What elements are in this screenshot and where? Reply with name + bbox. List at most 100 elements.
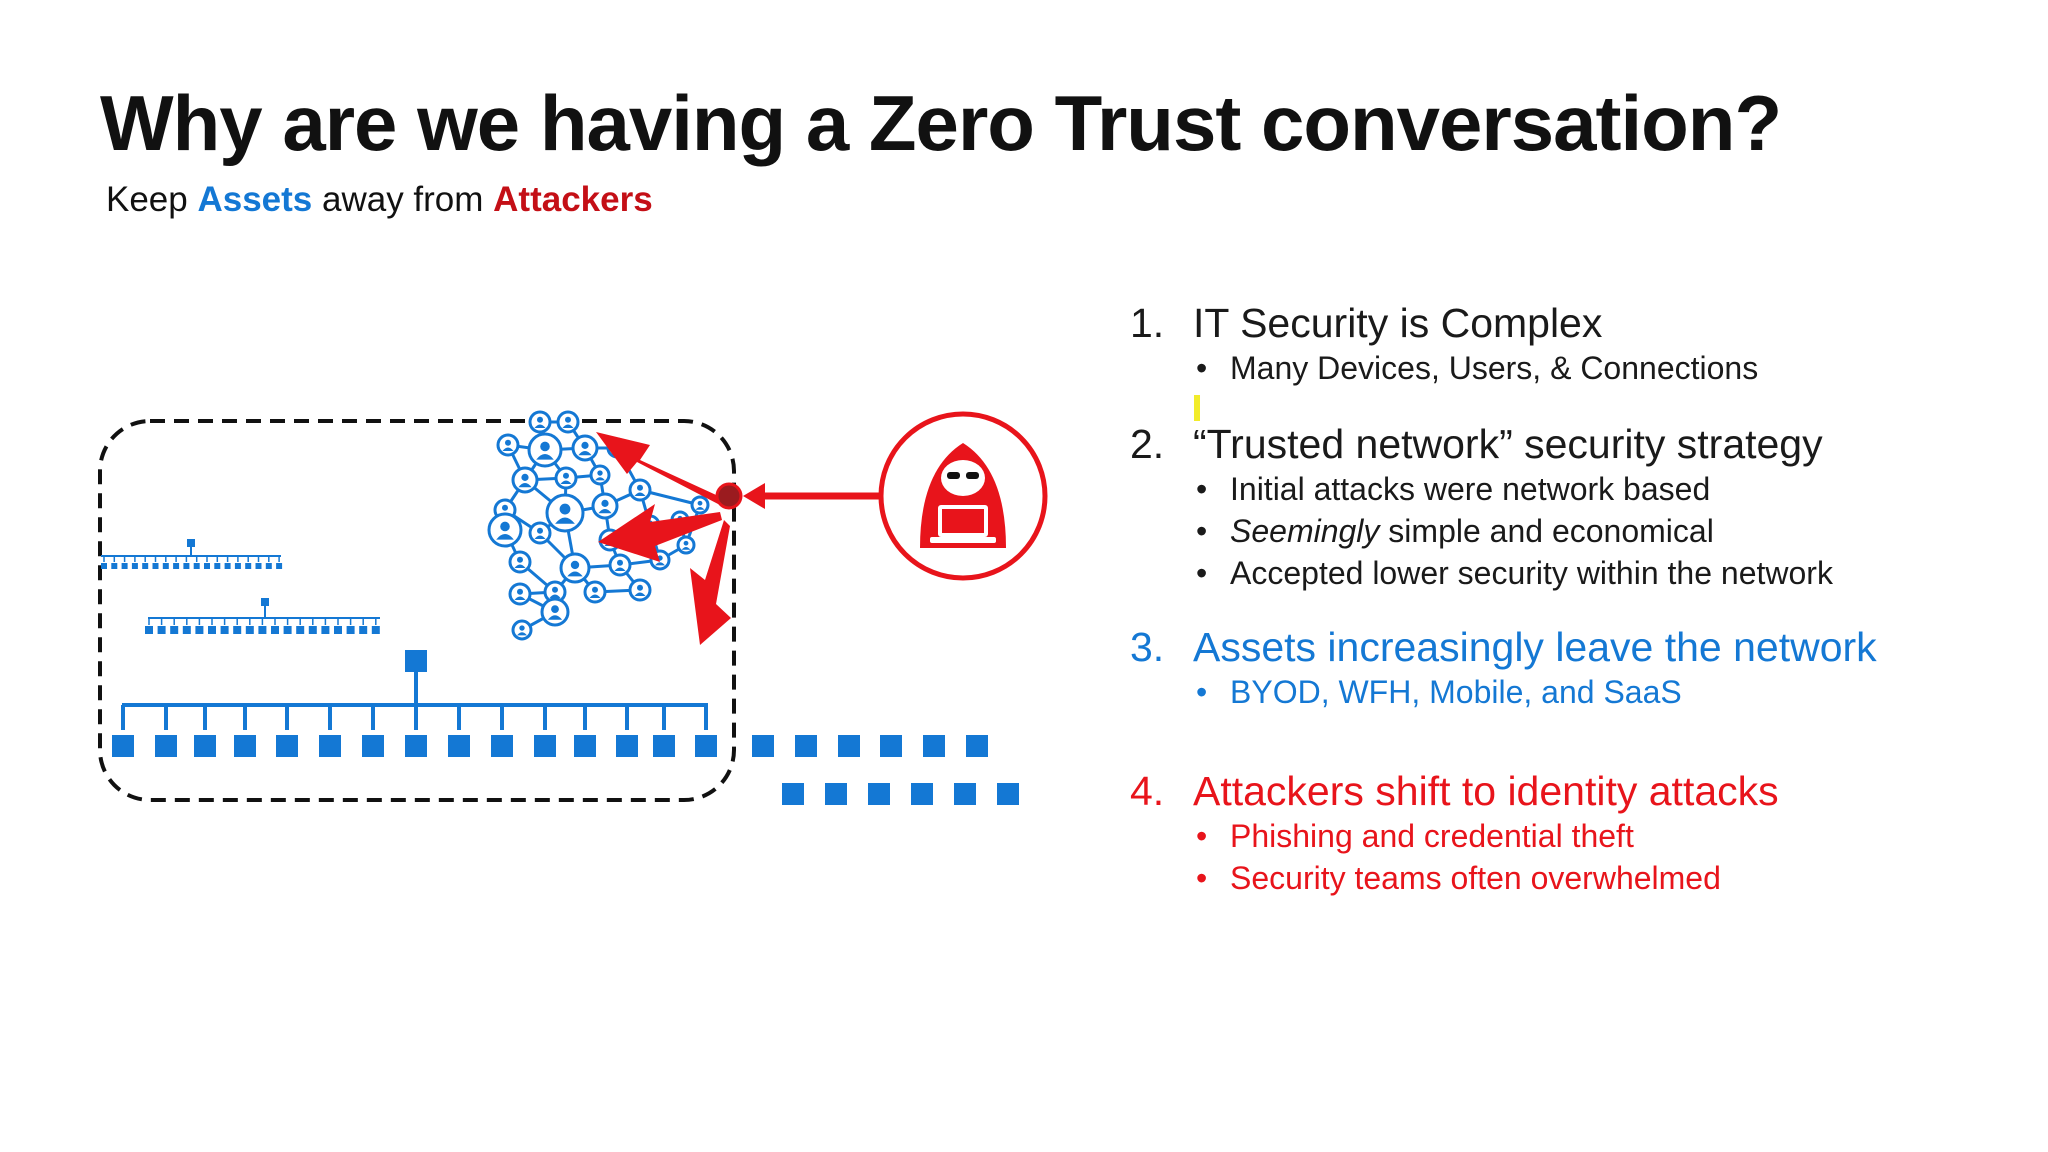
slide-title: Why are we having a Zero Trust conversat… xyxy=(100,79,1782,167)
org-node xyxy=(752,735,774,757)
bullet-text-rest: simple and economical xyxy=(1379,513,1714,549)
list-item-1: 1. IT Security is Complex • Many Devices, … xyxy=(1130,300,2030,392)
org-node xyxy=(448,735,470,757)
org-node xyxy=(234,735,256,757)
org-node xyxy=(204,563,210,569)
org-node xyxy=(233,626,242,634)
org-node xyxy=(346,626,355,634)
org-node xyxy=(276,563,283,569)
subtitle-text-away: away from xyxy=(312,180,494,219)
org-node xyxy=(954,783,976,805)
slide-subtitle: Keep Assets away from Attackers xyxy=(106,180,653,220)
org-node xyxy=(245,563,252,569)
org-node xyxy=(261,598,269,606)
item-number: 1. xyxy=(1130,300,1165,346)
org-node xyxy=(220,626,229,634)
bullet-dot: • xyxy=(1196,471,1208,507)
org-node xyxy=(258,626,267,634)
org-node xyxy=(194,735,216,757)
breach-point xyxy=(715,482,743,510)
org-node xyxy=(255,563,262,569)
yellow-highlight-mark xyxy=(1194,395,1200,421)
org-node xyxy=(234,563,241,569)
org-node xyxy=(271,626,279,634)
org-node xyxy=(334,626,342,634)
org-node xyxy=(265,563,272,569)
org-node xyxy=(868,783,890,805)
small-org-chart-top xyxy=(101,556,283,569)
hacker-arrow-head xyxy=(743,483,765,509)
item-heading: “Trusted network” security strategy xyxy=(1193,421,1823,467)
org-node xyxy=(121,563,128,569)
network-boundary xyxy=(98,419,736,802)
org-node xyxy=(283,626,292,634)
org-node xyxy=(152,563,159,569)
org-chart-icon xyxy=(101,539,281,557)
org-node xyxy=(157,626,166,634)
list-item-4: 4.Attackers shift to identity attacks •P… xyxy=(1130,768,2030,902)
org-node xyxy=(997,783,1019,805)
bullet-text: Phishing and credential theft xyxy=(1230,818,1634,854)
org-node xyxy=(182,626,191,634)
bullet-text: Seemingly simple and economical xyxy=(1230,513,1714,550)
org-node xyxy=(308,626,317,634)
bullet-text: Initial attacks were network based xyxy=(1230,471,1711,507)
org-node xyxy=(162,563,169,569)
org-node xyxy=(491,735,513,757)
item-number: 4. xyxy=(1130,768,1165,814)
org-node xyxy=(825,783,847,805)
small-org-chart-middle xyxy=(145,598,380,634)
org-node xyxy=(111,563,118,569)
item-number: 3. xyxy=(1130,624,1165,670)
org-node xyxy=(173,563,180,569)
org-node xyxy=(214,563,221,569)
org-node xyxy=(131,563,138,569)
subtitle-assets-word: Assets xyxy=(197,180,313,219)
attack-arrows xyxy=(596,432,731,645)
org-node xyxy=(782,783,804,805)
org-node xyxy=(616,735,638,757)
org-node xyxy=(405,735,427,757)
bullet-italic-word: Seemingly xyxy=(1230,513,1380,549)
org-node xyxy=(193,563,200,569)
org-node xyxy=(838,735,860,757)
org-node xyxy=(155,735,177,757)
bullet-dot: • xyxy=(1196,555,1208,591)
org-node xyxy=(145,626,153,634)
org-node xyxy=(319,735,341,757)
org-node xyxy=(405,650,427,672)
bullet-dot: • xyxy=(1196,818,1208,854)
bullet-dot: • xyxy=(1196,860,1208,896)
org-node xyxy=(321,626,330,634)
org-node xyxy=(795,735,817,757)
subtitle-attackers-word: Attackers xyxy=(493,180,653,219)
org-node xyxy=(880,735,902,757)
bullet-dot: • xyxy=(1196,513,1208,549)
org-node xyxy=(534,735,556,757)
item-number: 2. xyxy=(1130,421,1165,467)
org-node xyxy=(911,783,933,805)
subtitle-text-keep: Keep xyxy=(106,180,198,219)
org-node xyxy=(245,626,254,634)
bullet-text: BYOD, WFH, Mobile, and SaaS xyxy=(1230,674,1682,710)
org-node xyxy=(923,735,945,757)
org-node xyxy=(574,735,596,757)
org-node xyxy=(695,735,717,757)
org-node xyxy=(653,735,675,757)
bullet-text: Many Devices, Users, & Connections xyxy=(1230,350,1759,386)
bullet-dot: • xyxy=(1196,674,1208,710)
org-node xyxy=(142,563,149,569)
org-node xyxy=(296,626,305,634)
org-node xyxy=(183,563,190,569)
list-item-3: 3.Assets increasingly leave the network … xyxy=(1130,624,2030,716)
org-node xyxy=(966,735,988,757)
org-node xyxy=(195,626,204,634)
list-item-2: 2. “Trusted network” security strategy • I… xyxy=(1130,421,2030,597)
org-node xyxy=(224,563,231,569)
item-heading: IT Security is Complex xyxy=(1193,300,1603,346)
bullet-dot: • xyxy=(1196,350,1208,386)
bullet-text: Accepted lower security within the netwo… xyxy=(1230,555,1833,591)
org-node xyxy=(362,735,384,757)
item-heading: Assets increasingly leave the network xyxy=(1193,624,1877,670)
